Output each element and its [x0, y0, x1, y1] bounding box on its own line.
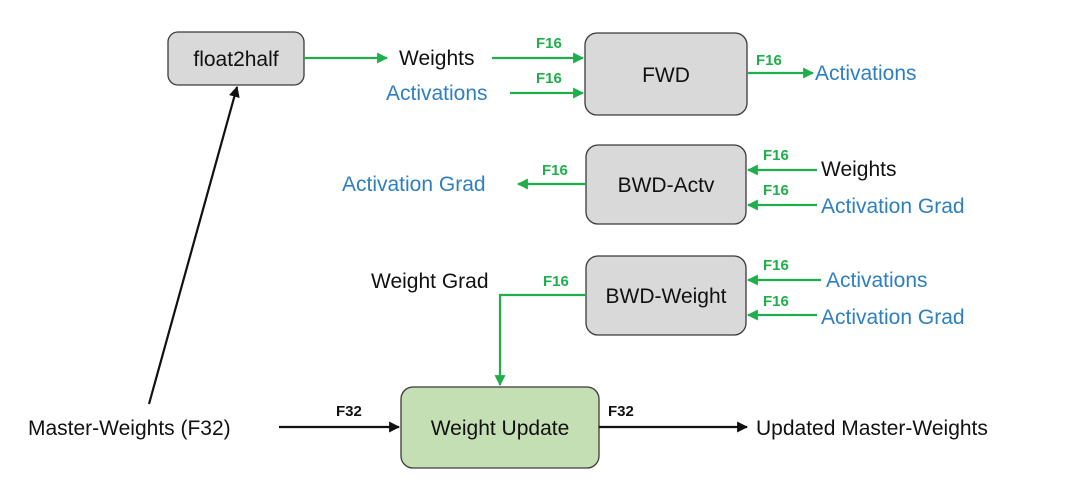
tag-fwd-output: F16 — [756, 52, 782, 69]
tag-bwd-weight-activations: F16 — [763, 257, 789, 274]
master-to-float2half-arrow — [147, 85, 240, 405]
bwd-actv-in-weights-label: Weights — [821, 158, 896, 181]
fwd-in-weights-label: Weights — [399, 47, 474, 70]
bwd-actv-label: BWD-Actv — [618, 174, 715, 197]
updated-master-weights-label: Updated Master-Weights — [756, 417, 988, 440]
bwd-actv-box: BWD-Actv — [585, 144, 747, 225]
weight-update-box: Weight Update — [400, 386, 600, 469]
tag-update-input: F32 — [336, 403, 362, 420]
tag-bwd-actv-activation-grad: F16 — [763, 182, 789, 199]
tag-update-output: F32 — [608, 403, 634, 420]
bwd-weight-in-activation-grad-label: Activation Grad — [821, 306, 965, 329]
bwd-weight-out-weight-grad-label: Weight Grad — [371, 270, 489, 293]
fwd-out-activations-label: Activations — [815, 62, 917, 85]
tag-bwd-weight-activation-grad: F16 — [763, 293, 789, 310]
bwd-actv-in-activation-grad-label: Activation Grad — [821, 195, 965, 218]
weight-update-label: Weight Update — [431, 417, 570, 440]
bwd-weight-box: BWD-Weight — [585, 255, 747, 336]
fwd-box: FWD — [584, 32, 748, 116]
float2half-label: float2half — [193, 48, 278, 71]
tag-fwd-activations: F16 — [536, 70, 562, 87]
tag-bwd-actv-output: F16 — [542, 162, 568, 179]
float2half-box: float2half — [167, 31, 305, 86]
bwd-actv-out-activation-grad-label: Activation Grad — [342, 173, 486, 196]
bwd-weight-label: BWD-Weight — [606, 285, 727, 308]
fwd-label: FWD — [642, 64, 690, 87]
fwd-in-activations-label: Activations — [386, 82, 488, 105]
tag-bwd-actv-weights: F16 — [763, 147, 789, 164]
master-weights-label: Master-Weights (F32) — [28, 417, 231, 440]
bwd-weight-in-activations-label: Activations — [826, 269, 928, 292]
tag-bwd-weight-output: F16 — [543, 273, 569, 290]
tag-fwd-weights: F16 — [536, 35, 562, 52]
weight-grad-to-update-arrow — [494, 293, 586, 387]
